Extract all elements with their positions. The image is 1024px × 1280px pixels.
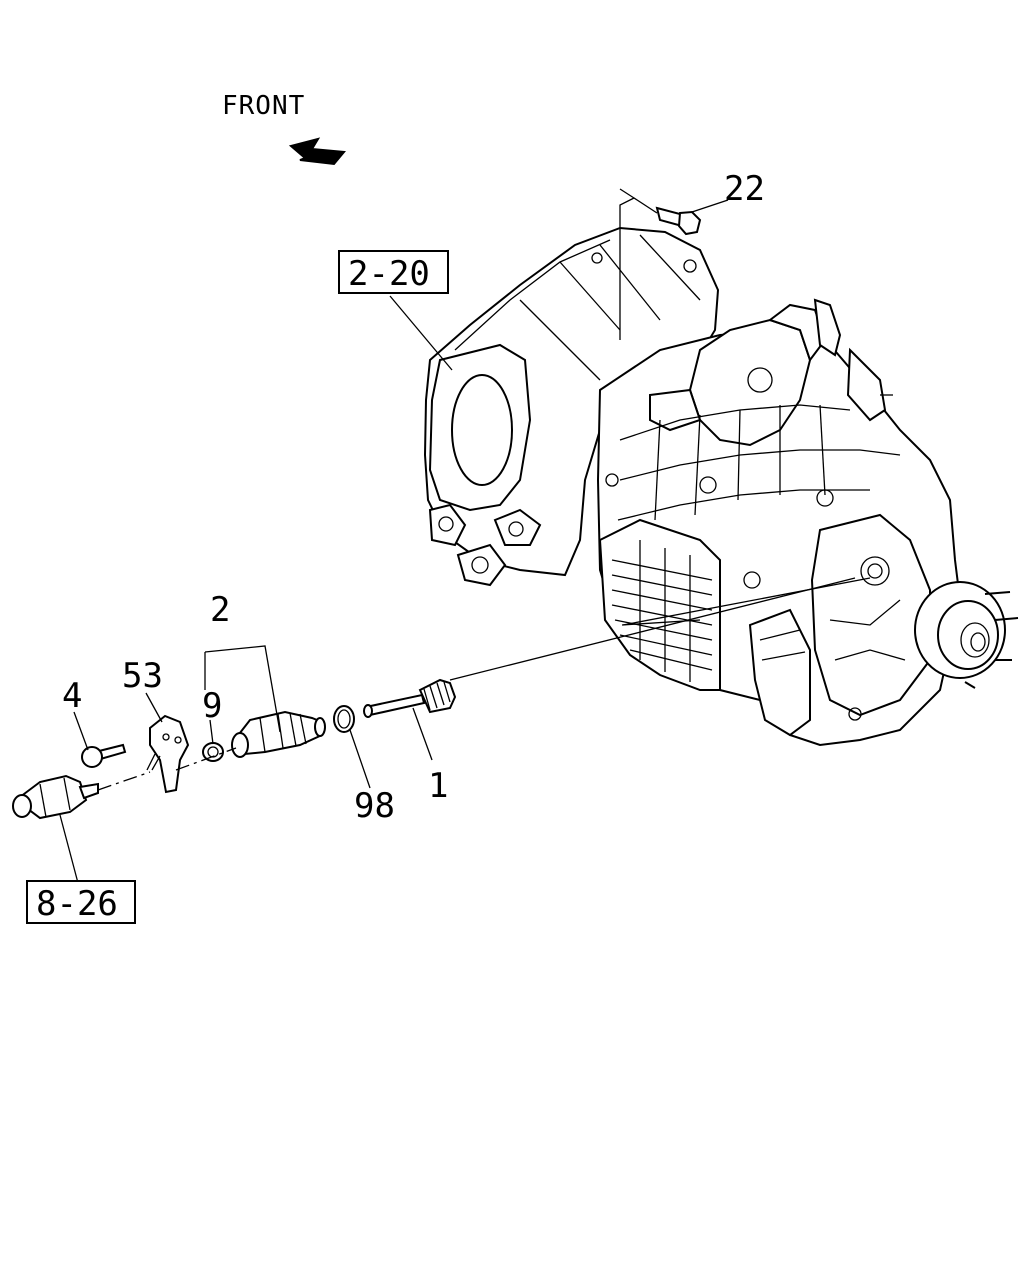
assembly-axis-line [97, 771, 151, 791]
callout-98: 98 [354, 786, 395, 826]
o-ring-part [333, 705, 355, 733]
callout-1: 1 [428, 766, 448, 806]
bolt-22-part [655, 206, 702, 236]
front-arrow-icon [288, 137, 346, 166]
ref-box-housing [338, 250, 449, 294]
speedometer-gear-part [363, 678, 457, 718]
ref-box-sensor [26, 880, 136, 924]
speed-sensor-part [12, 774, 99, 820]
callout-4: 4 [62, 676, 82, 716]
callout-2: 2 [210, 590, 230, 630]
retainer-plate-part [146, 714, 190, 794]
ref-box-housing-label: 2-20 [348, 254, 430, 294]
callout-22: 22 [724, 169, 765, 209]
transmission-housing [423, 226, 1019, 747]
ref-box-sensor-label: 8-26 [36, 884, 118, 924]
bushing-part [202, 742, 224, 762]
front-label: FRONT [222, 91, 305, 121]
callout-53: 53 [122, 656, 163, 696]
callout-9: 9 [202, 686, 222, 726]
bolt-4-part [81, 743, 127, 768]
driven-gear-assembly-part [231, 710, 326, 758]
